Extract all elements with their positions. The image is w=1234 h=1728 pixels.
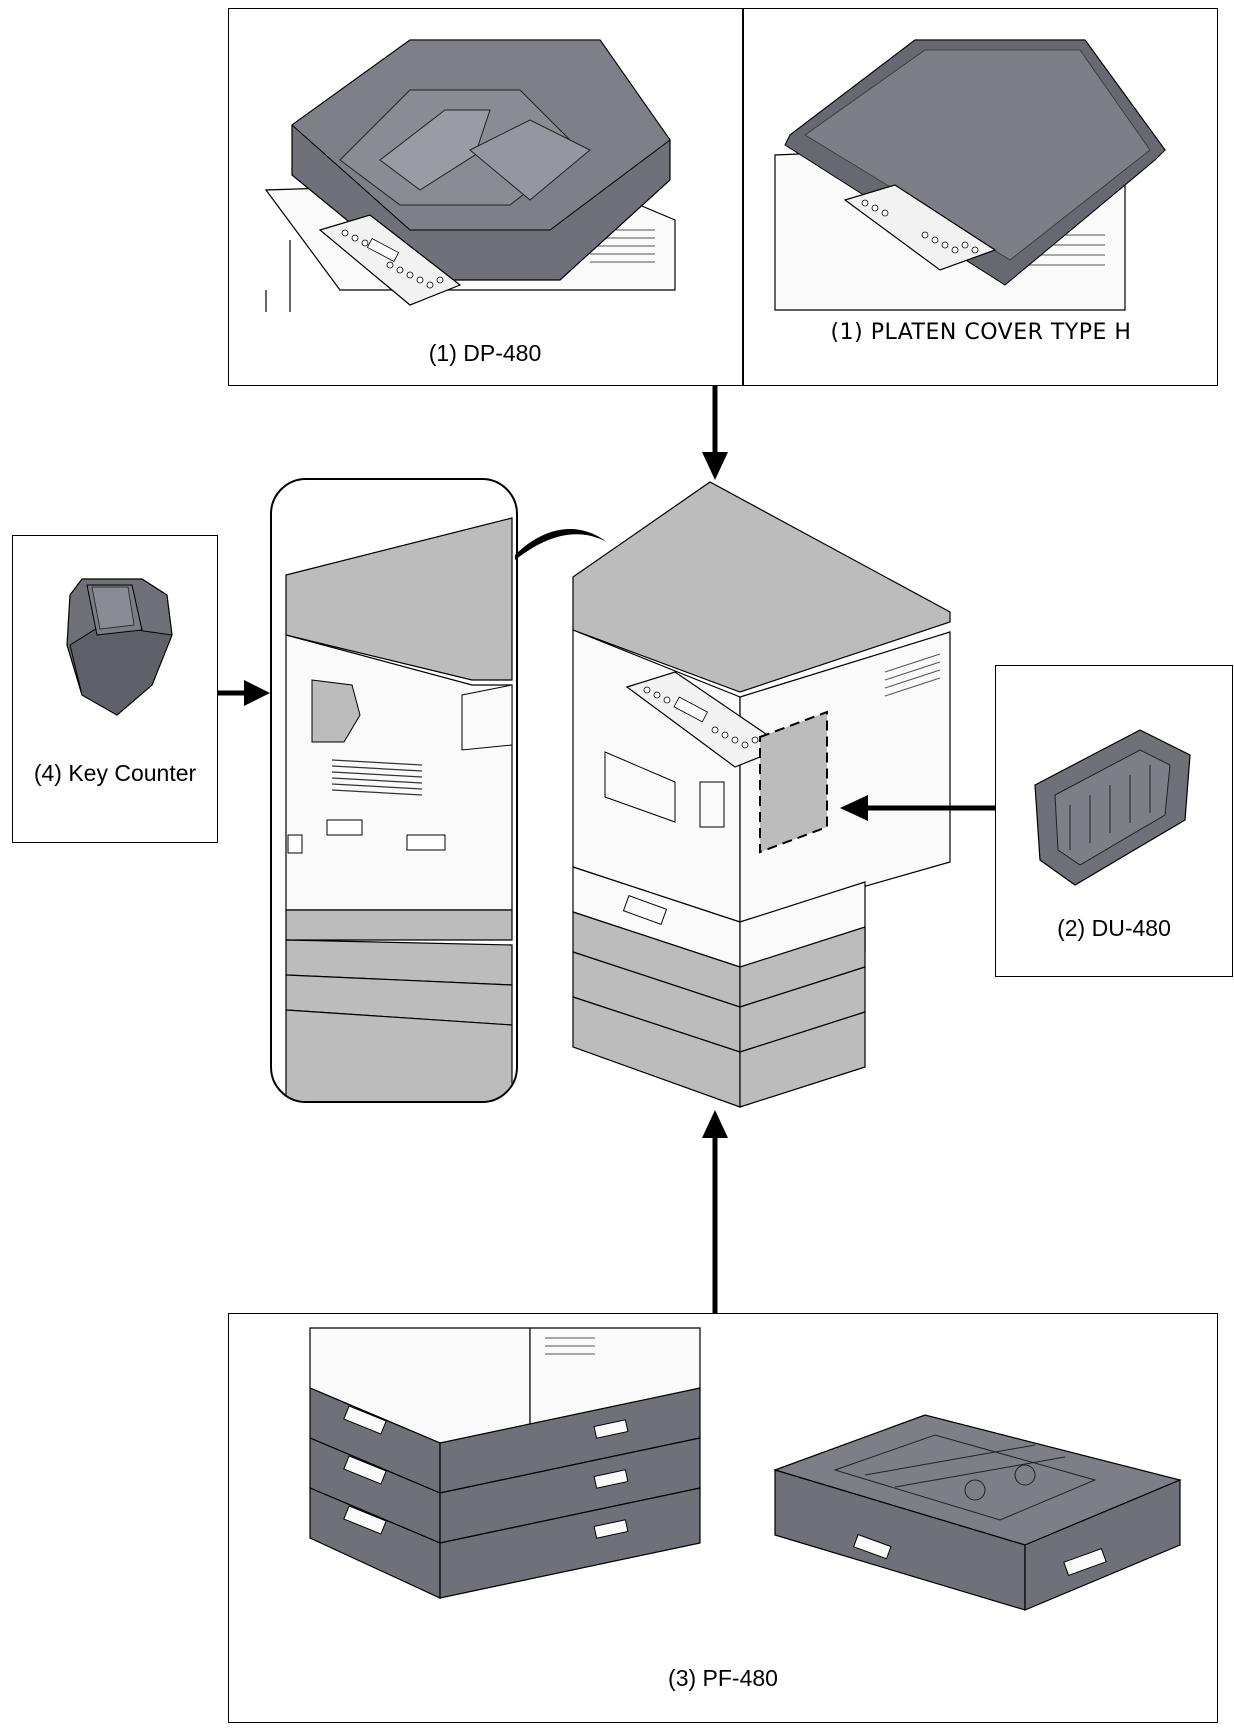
curved-connector-icon — [515, 528, 607, 560]
platen-cover-illustration — [774, 39, 1166, 311]
key-counter-label: (4) Key Counter — [33, 760, 197, 786]
rear-view-illustration — [285, 517, 513, 1101]
down-arrow-icon — [702, 386, 728, 480]
left-arrow-icon — [840, 795, 995, 821]
platen-cover-label: (1) PLATEN COVER TYPE H — [830, 320, 1132, 345]
main-machine-illustration — [572, 481, 951, 1108]
dp480-label: (1) DP-480 — [428, 340, 542, 366]
dp480-illustration — [264, 39, 676, 312]
detail-zoom-frame — [270, 478, 518, 1103]
key-counter-illustration — [66, 578, 173, 716]
pf480-single-illustration — [773, 1414, 1182, 1611]
du480-illustration — [1034, 729, 1191, 886]
du480-label: (2) DU-480 — [1057, 915, 1171, 941]
pf480-stacked-illustration — [309, 1327, 701, 1599]
pf480-label: (3) PF-480 — [668, 1665, 778, 1691]
right-arrow-icon — [218, 680, 270, 706]
up-arrow-icon — [702, 1110, 728, 1315]
top-panel-divider — [742, 8, 744, 386]
